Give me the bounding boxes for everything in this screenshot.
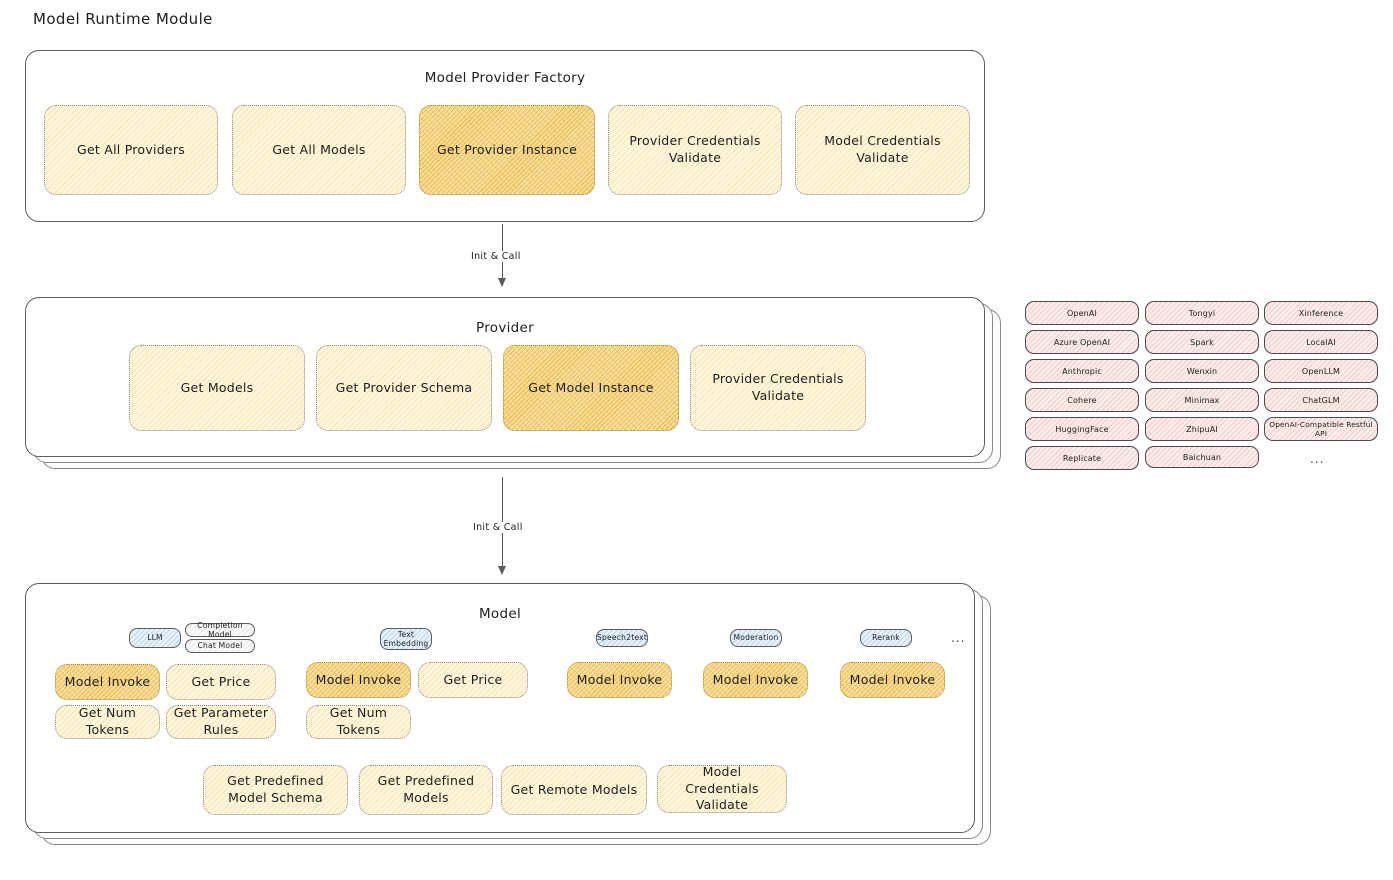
speech2text-method-model-invoke[interactable]: Model Invoke — [567, 662, 672, 698]
model-type-badge-moderation[interactable]: Moderation — [730, 629, 782, 647]
model-method-get-predefined-models[interactable]: Get Predefined Models — [359, 765, 493, 815]
provider-tag-minimax[interactable]: Minimax — [1145, 388, 1259, 412]
text-embedding-method-get-price[interactable]: Get Price — [418, 662, 528, 698]
provider-tag-openllm[interactable]: OpenLLM — [1264, 359, 1378, 383]
model-provider-factory-title: Model Provider Factory — [424, 70, 586, 86]
llm-method-model-invoke[interactable]: Model Invoke — [55, 664, 160, 700]
provider-tag-localai[interactable]: LocalAI — [1264, 330, 1378, 354]
provider-tag-openai[interactable]: OpenAI — [1025, 301, 1139, 325]
provider-title: Provider — [476, 320, 534, 336]
provider-method-provider-credentials-validate[interactable]: Provider Credentials Validate — [690, 345, 866, 431]
llm-method-get-num-tokens[interactable]: Get Num Tokens — [55, 705, 160, 739]
model-types-more: ... — [951, 631, 966, 645]
arrow-factory-to-provider-head — [498, 278, 506, 287]
provider-tag-openai-compatible-restful-api[interactable]: OpenAI-Compatible Restful API — [1264, 417, 1378, 441]
model-subbadge-completion-model[interactable]: Completion Model — [185, 621, 255, 639]
provider-tag-cohere[interactable]: Cohere — [1025, 388, 1139, 412]
arrow-label-init-and-call-1: Init & Call — [468, 251, 524, 262]
model-type-badge-speech2text[interactable]: Speech2text — [596, 629, 648, 647]
provider-method-get-provider-schema[interactable]: Get Provider Schema — [316, 345, 492, 431]
text-embedding-method-get-num-tokens[interactable]: Get Num Tokens — [306, 705, 411, 739]
factory-method-get-all-models[interactable]: Get All Models — [232, 105, 406, 195]
provider-tag-baichuan[interactable]: Baichuan — [1145, 446, 1259, 468]
provider-tag-spark[interactable]: Spark — [1145, 330, 1259, 354]
provider-method-get-models[interactable]: Get Models — [129, 345, 305, 431]
provider-list-more: ... — [1310, 452, 1325, 466]
factory-method-get-all-providers[interactable]: Get All Providers — [44, 105, 218, 195]
moderation-method-model-invoke[interactable]: Model Invoke — [703, 662, 808, 698]
llm-method-get-price[interactable]: Get Price — [166, 664, 276, 700]
model-type-badge-rerank[interactable]: Rerank — [860, 629, 912, 647]
text-embedding-method-model-invoke[interactable]: Model Invoke — [306, 662, 411, 698]
llm-method-get-parameter-rules[interactable]: Get Parameter Rules — [166, 705, 276, 739]
model-method-get-remote-models[interactable]: Get Remote Models — [501, 765, 647, 815]
arrow-label-init-and-call-2: Init & Call — [470, 522, 526, 533]
provider-method-get-model-instance[interactable]: Get Model Instance — [503, 345, 679, 431]
model-type-badge-text-embedding[interactable]: Text Embedding — [380, 628, 432, 650]
model-type-badge-llm[interactable]: LLM — [129, 628, 181, 648]
provider-tag-zhipuai[interactable]: ZhipuAI — [1145, 417, 1259, 441]
provider-tag-huggingface[interactable]: HuggingFace — [1025, 417, 1139, 441]
provider-tag-azure-openai[interactable]: Azure OpenAI — [1025, 330, 1139, 354]
model-method-model-credentials-validate[interactable]: Model Credentials Validate — [657, 764, 787, 813]
rerank-method-model-invoke[interactable]: Model Invoke — [840, 662, 945, 698]
provider-tag-replicate[interactable]: Replicate — [1025, 446, 1139, 470]
factory-method-model-credentials-validate[interactable]: Model Credentials Validate — [795, 105, 970, 195]
page-title: Model Runtime Module — [33, 10, 213, 28]
provider-tag-wenxin[interactable]: Wenxin — [1145, 359, 1259, 383]
provider-tag-chatglm[interactable]: ChatGLM — [1264, 388, 1378, 412]
model-title: Model — [478, 606, 522, 622]
arrow-provider-to-model-head — [498, 566, 506, 575]
model-subbadge-chat-model[interactable]: Chat Model — [185, 639, 255, 653]
factory-method-get-provider-instance[interactable]: Get Provider Instance — [419, 105, 595, 195]
provider-tag-xinference[interactable]: Xinference — [1264, 301, 1378, 325]
provider-tag-anthropic[interactable]: Anthropic — [1025, 359, 1139, 383]
model-card: Model — [25, 583, 975, 833]
provider-tag-tongyi[interactable]: Tongyi — [1145, 301, 1259, 325]
factory-method-provider-credentials-validate[interactable]: Provider Credentials Validate — [608, 105, 782, 195]
model-method-get-predefined-model-schema[interactable]: Get Predefined Model Schema — [203, 765, 348, 815]
